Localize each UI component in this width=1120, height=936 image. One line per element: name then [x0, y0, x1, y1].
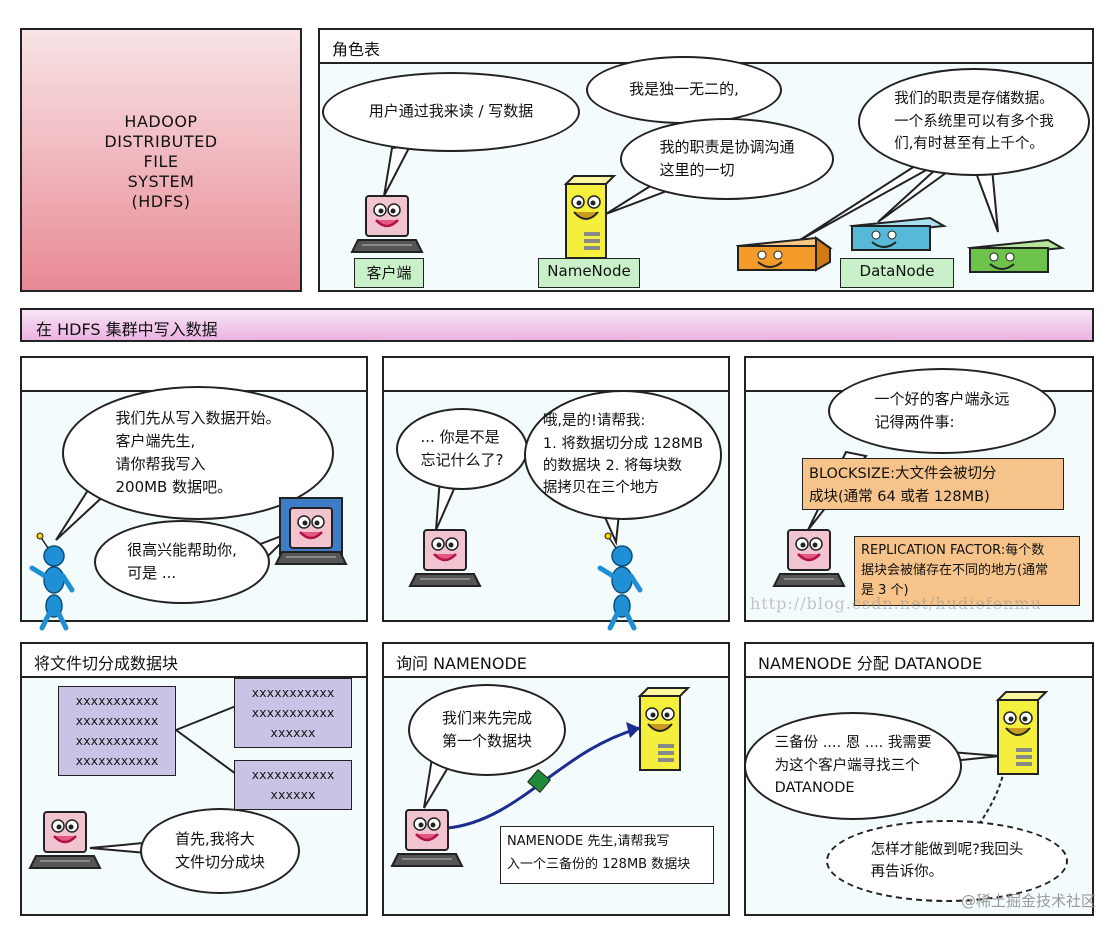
split-line-2 [175, 729, 237, 775]
roles-header: 角色表 [332, 40, 381, 59]
roles-namenode-bubble-2: 我的职责是协调沟通 这里的一切 [620, 118, 834, 200]
panel-2-strip [384, 358, 728, 392]
panel2-ant-bubble: 哦,是的!请帮我: 1. 将数据切分成 128MB 的数据块 2. 将每块数 据… [524, 390, 722, 520]
namenode-server-icon [565, 175, 615, 259]
split-lines [175, 705, 237, 775]
laptop-client-icon [28, 810, 102, 870]
ant-character-icon [600, 533, 640, 628]
panel6-thought-bubble: 怎样才能做到呢?我回头 再告诉你。 [826, 820, 1068, 902]
panel-4-header: 将文件切分成数据块 [34, 654, 179, 673]
title-panel: HADOOP DISTRIBUTED FILE SYSTEM (HDFS) [20, 28, 302, 292]
title-text: HADOOP DISTRIBUTED FILE SYSTEM (HDFS) [104, 112, 218, 211]
laptop-client-icon [772, 528, 846, 588]
roles-client-bubble: 用户通过我来读 / 写数据 [322, 72, 580, 152]
namenode-request-note: NAMENODE 先生,请帮我写 入一个三备份的 128MB 数据块 [500, 826, 714, 884]
big-data-block: xxxxxxxxxxx xxxxxxxxxxx xxxxxxxxxxx xxxx… [58, 686, 176, 776]
panel-5-header: 询问 NAMENODE [396, 654, 527, 673]
datanode-server-icon [848, 216, 948, 251]
panel-6-strip: NAMENODE 分配 DATANODE [746, 644, 1092, 678]
datanode-server-icon [735, 236, 833, 272]
panel-4-strip: 将文件切分成数据块 [22, 644, 366, 678]
laptop-client-icon [408, 528, 482, 588]
bubble-tails [55, 144, 1001, 858]
datanode-label: DataNode [840, 258, 954, 288]
laptop-client-icon [390, 808, 464, 868]
section-banner: 在 HDFS 集群中写入数据 [20, 308, 1094, 342]
roles-datanode-bubble: 我们的职责是存储数据。 一个系统里可以有多个我 们,有时甚至有上千个。 [858, 68, 1090, 176]
panel3-watermark: http://blog.csdn.net/hudiefenmu [750, 594, 1042, 613]
split-data-block-1: xxxxxxxxxxx xxxxxxxxxxx xxxxxx [234, 678, 352, 748]
panel1-client-bubble: 很高兴能帮助你, 可是 ... [94, 520, 270, 604]
panel5-client-bubble: 我们来先完成 第一个数据块 [408, 684, 566, 776]
panel-6-header: NAMENODE 分配 DATANODE [758, 654, 983, 673]
split-data-block-2: xxxxxxxxxxx xxxxxx [234, 760, 352, 810]
panel-5-strip: 询问 NAMENODE [384, 644, 728, 678]
panel3-client-bubble: 一个好的客户端永远 记得两件事: [828, 368, 1056, 454]
roles-namenode-bubble-1: 我是独一无二的, [586, 56, 782, 124]
ant-character-icon [32, 533, 72, 628]
panel6-namenode-bubble: 三备份 .... 恩 .... 我需要 为这个客户端寻找三个 DATANODE [744, 712, 962, 820]
replication-note: REPLICATION FACTOR:每个数 据块会被储存在不同的地方(通常 是… [854, 536, 1080, 606]
datanode-server-icon [966, 238, 1066, 273]
split-line-1 [175, 705, 237, 731]
namenode-server-icon [639, 687, 689, 771]
laptop-client-icon [350, 194, 424, 254]
client-label: 客户端 [354, 258, 424, 288]
laptop-client-icon [274, 497, 348, 566]
blocksize-note: BLOCKSIZE:大文件会被切分 成块(通常 64 或者 128MB) [802, 458, 1064, 510]
data-block-marker [527, 769, 551, 793]
panel4-client-bubble: 首先,我将大 文件切分成块 [140, 808, 300, 894]
footer-watermark: @稀土掘金技术社区 [960, 892, 1096, 910]
namenode-server-icon [997, 691, 1047, 775]
section-banner-label: 在 HDFS 集群中写入数据 [36, 320, 218, 339]
request-arrow-head [626, 722, 640, 738]
